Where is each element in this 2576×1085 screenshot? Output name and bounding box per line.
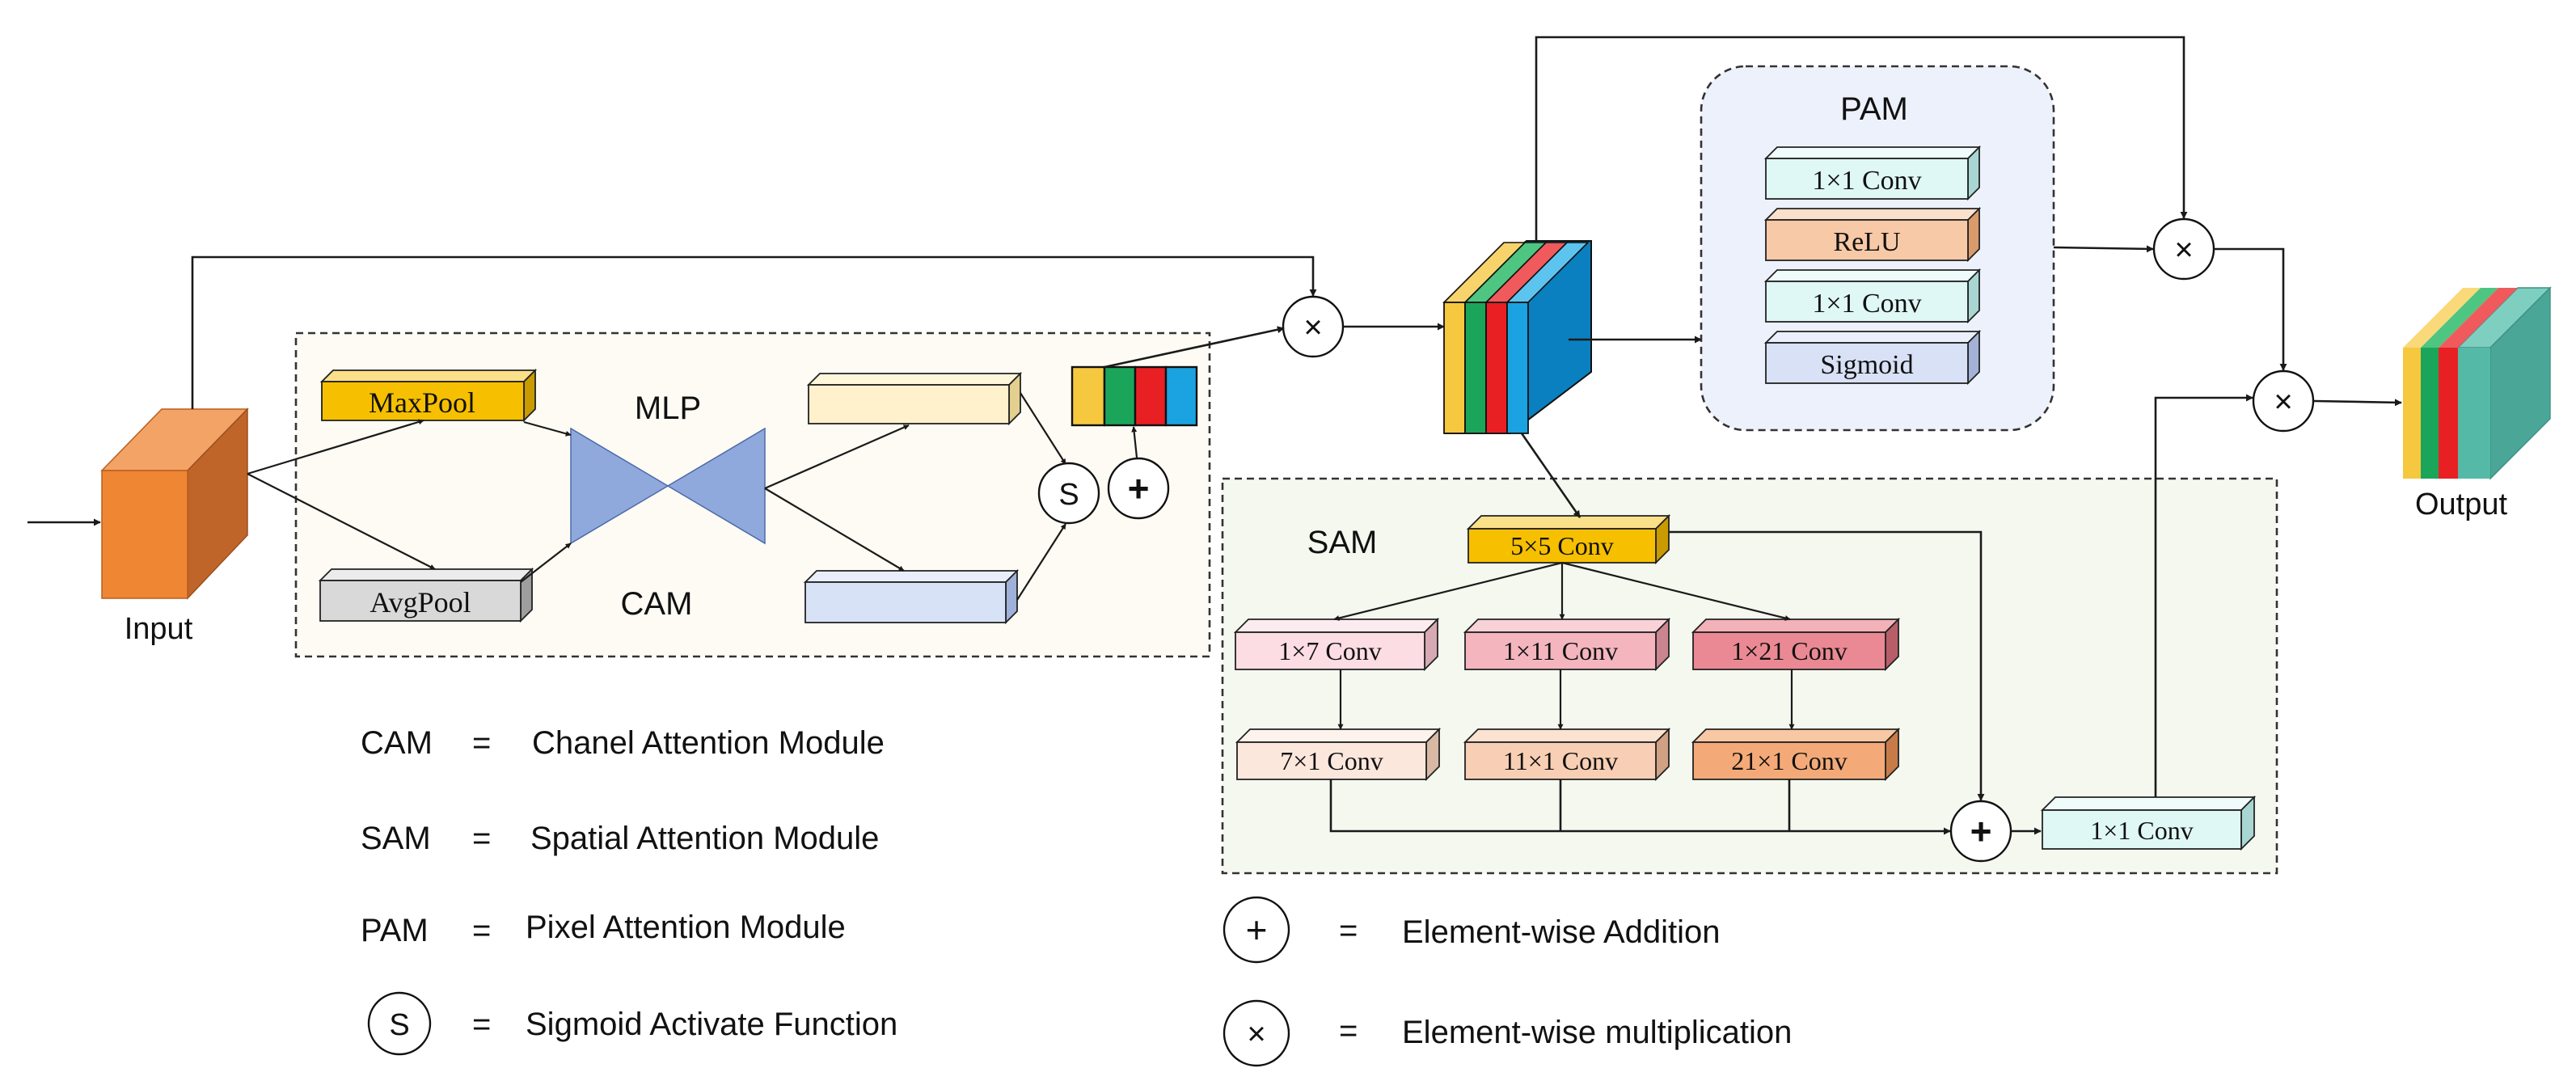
- legend-mul-symbol: ×: [1247, 1016, 1265, 1052]
- cam-add-node: +: [1107, 457, 1170, 520]
- sam-conv21x1-block: 21×1 Conv: [1691, 727, 1901, 782]
- sam-conv1x7-label: 1×7 Conv: [1278, 636, 1381, 665]
- sam-conv1x11-block: 1×11 Conv: [1463, 617, 1671, 672]
- multiply-node-spatial: ×: [2252, 369, 2315, 433]
- channel-attention-vector: [1071, 365, 1198, 427]
- cam-sigmoid-symbol: S: [1058, 478, 1079, 512]
- output-label: Output: [2415, 488, 2508, 521]
- legend-cam-eq: =: [472, 725, 491, 761]
- legend-pam-eq: =: [472, 913, 491, 948]
- pam-relu-label: ReLU: [1833, 227, 1900, 257]
- pam-sigmoid-block: Sigmoid: [1763, 329, 1982, 386]
- mlp-label: MLP: [635, 391, 701, 426]
- multiply-symbol-pixel: ×: [2174, 232, 2193, 268]
- sam-conv1x21-block: 1×21 Conv: [1691, 617, 1901, 672]
- sam-conv7x1-block: 7×1 Conv: [1235, 727, 1442, 782]
- legend-pam-abbr: PAM: [361, 913, 429, 948]
- avgpool-label: AvgPool: [370, 586, 471, 618]
- sam-conv11x1-label: 11×1 Conv: [1503, 746, 1618, 775]
- pam-conv-b-label: 1×1 Conv: [1812, 289, 1921, 319]
- sam-conv1x1-out-block: 1×1 Conv: [2040, 795, 2257, 851]
- multiply-node-pixel: ×: [2152, 217, 2215, 281]
- mlp-bowtie-right: [666, 427, 766, 545]
- legend-add-circle: [1223, 896, 1290, 964]
- pam-conv-a-label: 1×1 Conv: [1812, 166, 1921, 196]
- connectors: [27, 36, 2402, 835]
- input-feature-cube: [100, 407, 249, 600]
- maxpool-label: MaxPool: [369, 386, 475, 419]
- pam-relu-block: ReLU: [1763, 206, 1982, 263]
- legend-mul-eq: =: [1339, 1013, 1358, 1049]
- legend-add-def: Element-wise Addition: [1402, 914, 1721, 950]
- avgpool-block: AvgPool: [318, 567, 534, 623]
- sam-conv1x7-block: 1×7 Conv: [1233, 617, 1440, 672]
- legend-cam-abbr: CAM: [361, 725, 433, 761]
- legend-sam-def: Spatial Attention Module: [530, 821, 879, 856]
- mlp-bowtie-left: [570, 427, 669, 545]
- legend-cam-def: Chanel Attention Module: [532, 725, 885, 761]
- sam-conv1x11-label: 1×11 Conv: [1503, 636, 1618, 665]
- mlp-out-block-top: [806, 371, 1023, 426]
- mlp-out-block-bottom: [803, 568, 1020, 625]
- legend-sam-eq: =: [472, 821, 491, 856]
- legend-add-symbol: +: [1246, 909, 1268, 951]
- pam-sigmoid-label: Sigmoid: [1820, 350, 1913, 380]
- sam-add-node: +: [1949, 800, 2012, 863]
- multiply-symbol-spatial: ×: [2274, 384, 2292, 420]
- legend-sigmoid-symbol: S: [389, 1008, 409, 1042]
- sam-conv7x1-label: 7×1 Conv: [1280, 746, 1383, 775]
- cam-label: CAM: [621, 586, 693, 622]
- maxpool-block: MaxPool: [319, 368, 538, 423]
- output-feature-stack: [2403, 286, 2552, 480]
- legend: CAM = Chanel Attention Module SAM = Spat…: [361, 725, 1792, 1067]
- legend-sam-abbr: SAM: [361, 821, 431, 856]
- sam-conv1x1-out-label: 1×1 Conv: [2090, 816, 2193, 845]
- multiply-symbol-channel: ×: [1303, 310, 1322, 345]
- input-label: Input: [125, 612, 193, 646]
- legend-add-eq: =: [1339, 913, 1358, 948]
- pam-conv-b-block: 1×1 Conv: [1763, 268, 1982, 324]
- legend-sigmoid-circle: [367, 991, 432, 1056]
- legend-sigmoid-eq: =: [472, 1007, 491, 1042]
- sam-conv1x21-label: 1×21 Conv: [1731, 636, 1847, 665]
- legend-mul-circle: [1223, 999, 1290, 1067]
- legend-mul-def: Element-wise multiplication: [1402, 1015, 1792, 1050]
- sam-conv11x1-block: 11×1 Conv: [1463, 727, 1671, 782]
- sam-label: SAM: [1307, 525, 1378, 560]
- sam-conv21x1-label: 21×1 Conv: [1731, 746, 1847, 775]
- cam-add-symbol: +: [1128, 467, 1150, 509]
- sam-conv5-label: 5×5 Conv: [1510, 531, 1613, 560]
- sam-conv5-block: 5×5 Conv: [1466, 513, 1671, 565]
- sam-add-symbol: +: [1970, 810, 1992, 852]
- legend-pam-def: Pixel Attention Module: [526, 910, 846, 945]
- pam-conv-a-block: 1×1 Conv: [1763, 145, 1982, 201]
- cam-sigmoid-node: S: [1037, 462, 1100, 525]
- channel-refined-feature-stack: [1442, 240, 1592, 434]
- legend-sigmoid-def: Sigmoid Activate Function: [526, 1007, 897, 1042]
- pam-label: PAM: [1840, 91, 1908, 127]
- multiply-node-channel: ×: [1282, 295, 1345, 358]
